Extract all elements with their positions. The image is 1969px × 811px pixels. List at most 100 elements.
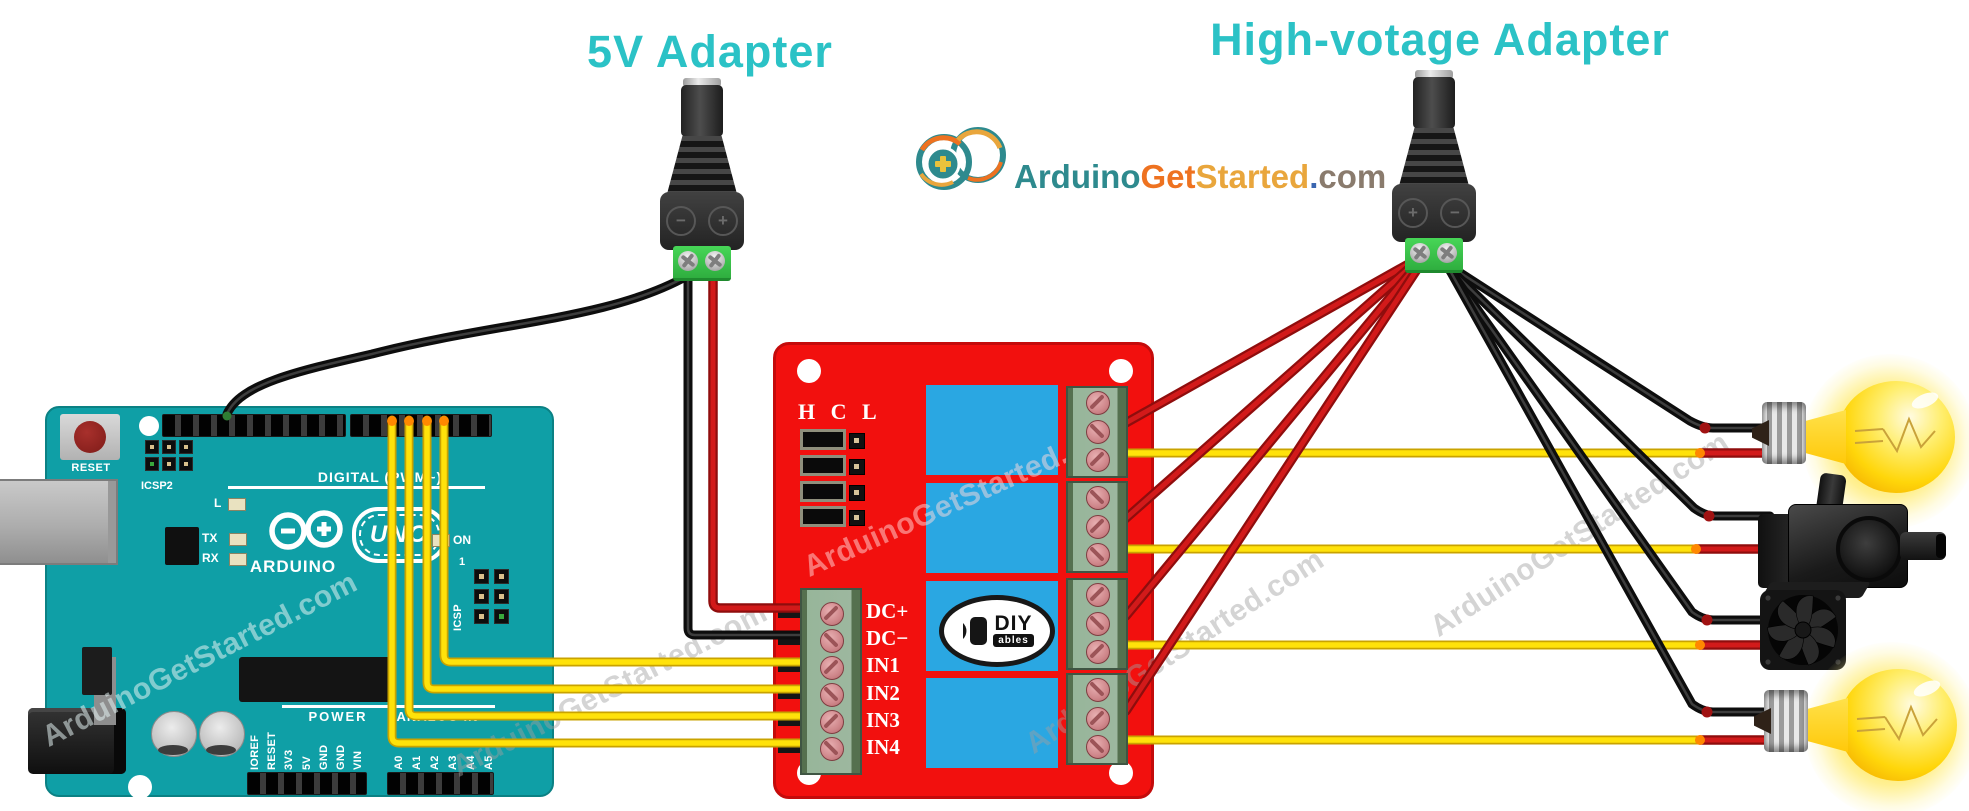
wire-red [1123, 265, 1421, 714]
analog-caption: ANALOG IN [396, 709, 479, 724]
input-terminal-block [800, 588, 862, 775]
led-tx-label: TX [202, 531, 218, 545]
polarity-plus-icon: + [1398, 198, 1428, 228]
relay-2 [926, 483, 1058, 573]
solder-tab [778, 739, 802, 753]
barrel-power-jack [28, 708, 126, 774]
wire-black [1444, 263, 1770, 622]
icsp2-header [145, 440, 193, 471]
icsp-pin [494, 609, 509, 624]
reset-label: RESET [71, 462, 111, 474]
bulb-screw-base [1762, 402, 1806, 464]
wire-black [1440, 259, 1777, 430]
pin-label: RESET [266, 731, 279, 770]
jumper-pin [849, 433, 865, 449]
power-header [247, 772, 367, 795]
wire-red [1121, 259, 1415, 427]
output-terminal-block [1066, 578, 1128, 670]
digital-caption-line [228, 486, 485, 489]
arduino-infinity-silk-icon [269, 510, 343, 550]
polarity-minus-icon: − [666, 206, 696, 236]
fan-part [1794, 621, 1812, 639]
bulb-glass [1839, 669, 1957, 781]
terminal-screw [700, 246, 730, 276]
terminal-screw [1086, 486, 1110, 510]
jumper-pin [849, 485, 865, 501]
terminal-screw [1086, 640, 1110, 664]
power-caption: POWER [308, 709, 368, 724]
terminal-screw [1086, 515, 1110, 539]
output-terminal-block [1066, 673, 1128, 765]
usb-connector [0, 479, 118, 565]
voltage-regulator [82, 647, 112, 695]
minus-sign: − [1450, 203, 1460, 222]
wire-joint [1701, 706, 1713, 718]
icsp-pin [162, 457, 176, 471]
terminal-screw [1086, 448, 1110, 472]
fan-part [1765, 595, 1771, 601]
wire-red [1121, 263, 1423, 716]
on-label: ON [453, 533, 471, 547]
icsp-header [474, 569, 509, 624]
plug-grip [667, 136, 737, 194]
plug-grip [1399, 128, 1469, 186]
terminal-screw [1086, 678, 1110, 702]
wire-black [1441, 260, 1773, 625]
terminal-screw [820, 710, 844, 734]
bulb-glass [1837, 381, 1955, 493]
watermark: ArduinoGetStarted.com [1424, 425, 1736, 644]
terminal-label: DC− [866, 626, 909, 651]
capacitor-block [165, 527, 199, 565]
relay-jumper [800, 506, 865, 527]
terminal-screw [1086, 707, 1110, 731]
pin-label: IOREF [249, 734, 261, 770]
terminal-screw [820, 683, 844, 707]
solder-tab [778, 712, 802, 726]
terminal-screw [1086, 420, 1110, 444]
output-terminal-block [1066, 386, 1128, 478]
terminal-screw [820, 656, 844, 680]
logo-part-arduino: Arduino [1014, 158, 1141, 195]
icsp-pin [494, 589, 509, 604]
mounting-hole [1109, 359, 1133, 383]
mounting-hole [139, 416, 159, 436]
wire-joint [1703, 510, 1715, 522]
terminal-screw [820, 602, 844, 626]
fan-part [1765, 659, 1771, 665]
wire-black [1443, 262, 1779, 717]
adapter-terminal [673, 246, 731, 281]
icsp2-label: ICSP2 [141, 480, 173, 492]
dc-jack-adapter-5v: − + [660, 78, 744, 281]
jumper-pin [849, 510, 865, 526]
icsp-pin [474, 569, 489, 584]
wire-joint [1701, 614, 1713, 626]
icsp-label: ICSP [452, 604, 464, 631]
reset-button [60, 414, 120, 460]
capacitor [151, 711, 197, 757]
adapter-body: + − [1392, 184, 1476, 242]
fan-graphic [1760, 590, 1846, 670]
arduinogetstarted-logo: ArduinoGetStarted.com [908, 118, 1388, 202]
title-5v-adapter: 5V Adapter [587, 26, 833, 77]
led-rx-label: RX [202, 551, 219, 565]
power-caption-line [282, 705, 394, 708]
plug-tip [1415, 70, 1453, 79]
atmega-chip [239, 657, 392, 702]
wire-joint [1691, 544, 1701, 554]
jumper-header-label: H C L [798, 399, 882, 424]
icsp-pin [179, 457, 193, 471]
bulb-filament [1856, 704, 1938, 742]
plug-barrel [681, 85, 723, 137]
pump-face [1836, 516, 1902, 582]
wire-black [1439, 258, 1775, 521]
solder-tab [778, 658, 802, 672]
icsp-pin [145, 440, 159, 454]
title-high-voltage-adapter: High-votage Adapter [1210, 14, 1670, 65]
led-l-label: L [214, 496, 222, 510]
icsp-pin1-label: 1 [459, 556, 466, 568]
icsp-pin [162, 440, 176, 454]
logo-part-dot: . [1309, 158, 1319, 195]
icsp-pin [494, 569, 509, 584]
